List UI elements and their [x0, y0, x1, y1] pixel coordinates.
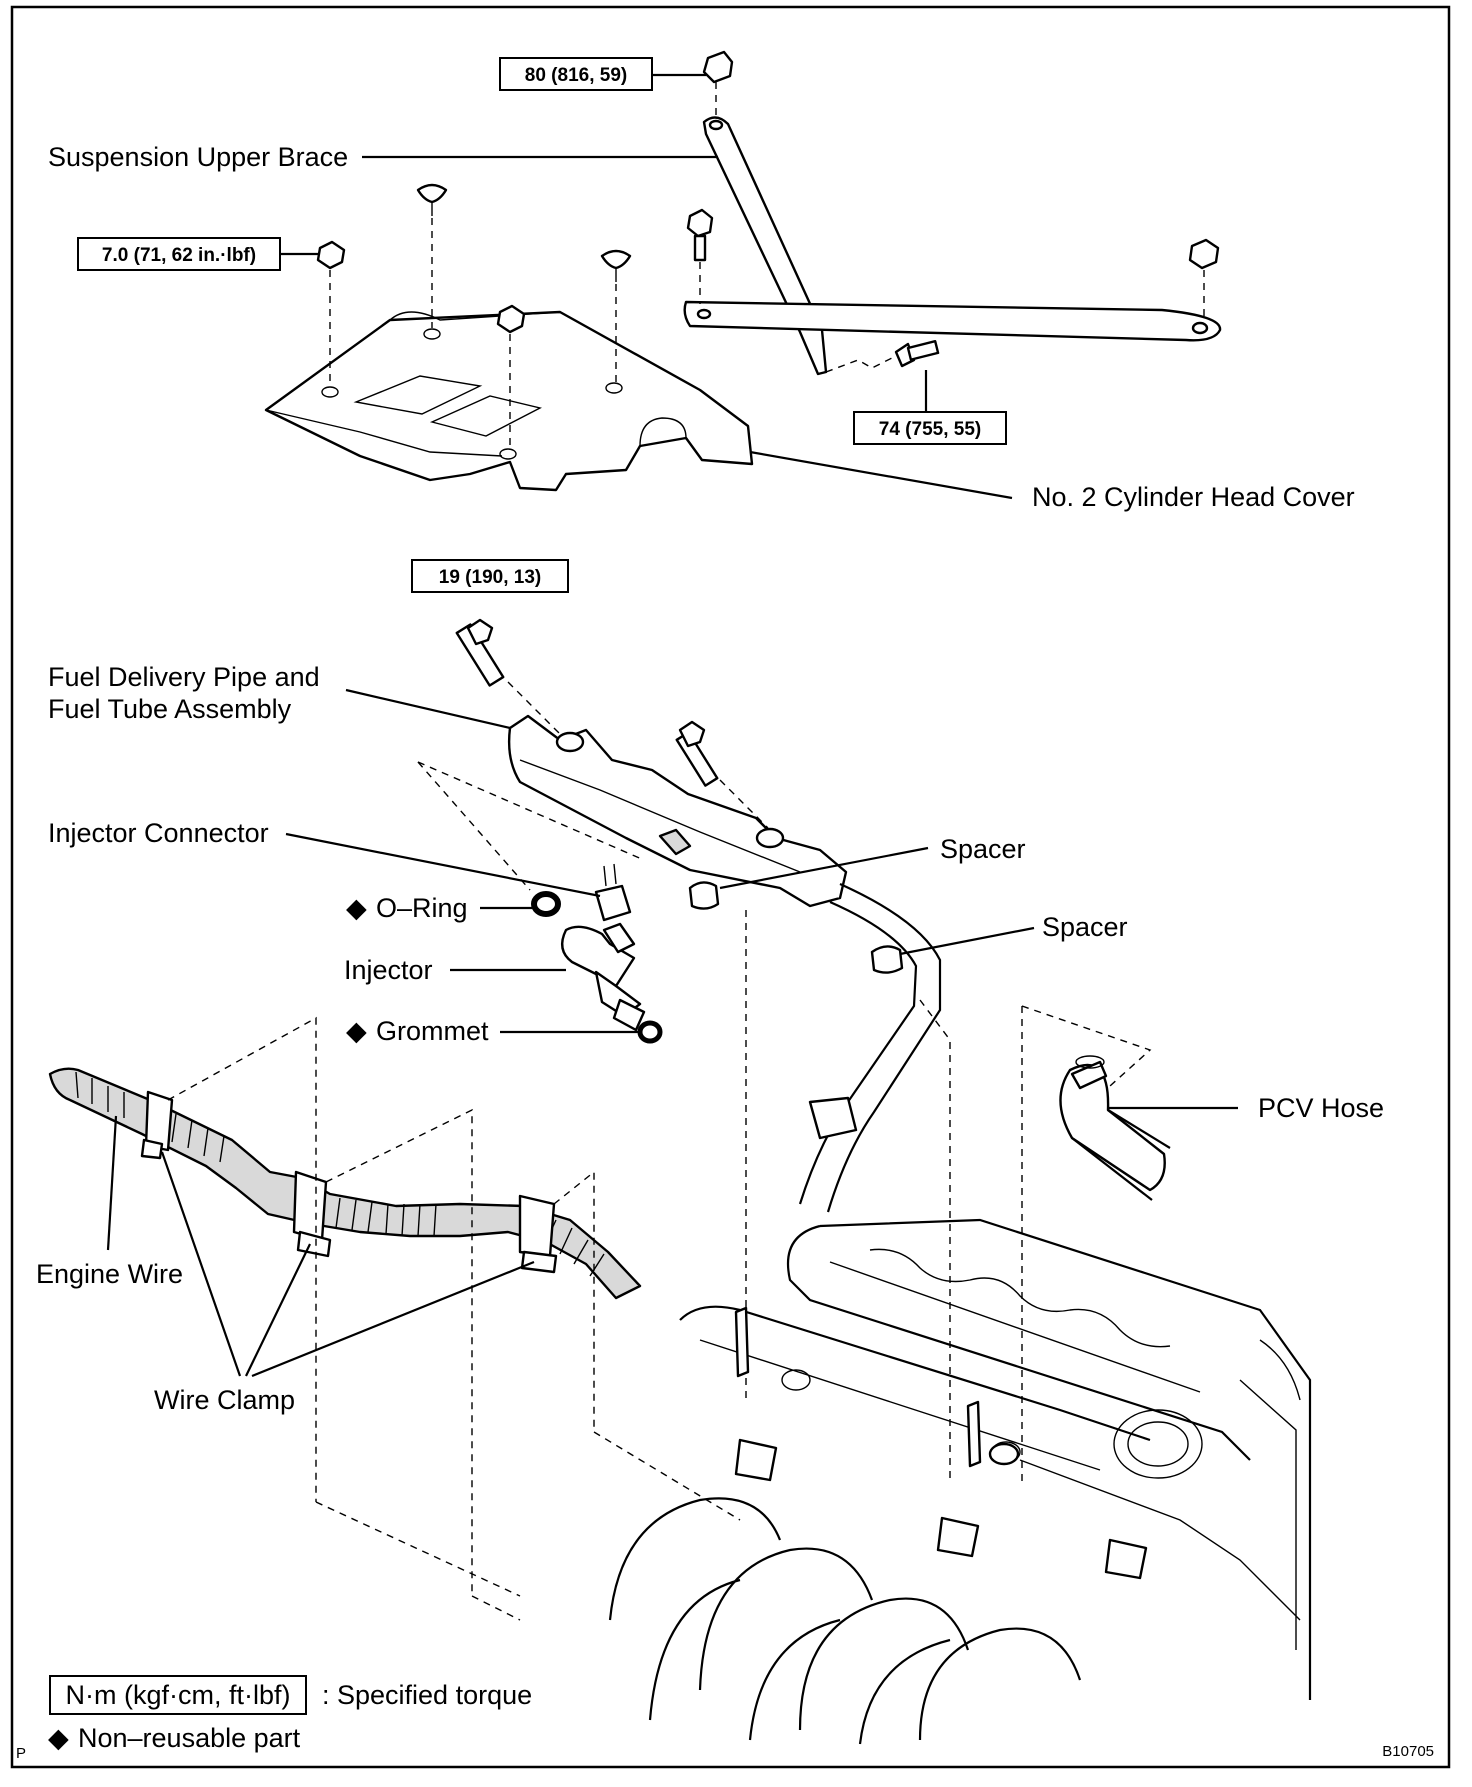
torque-pipe-bolt: 19 (190, 13) — [439, 567, 541, 588]
torque-box-brace-nut: 80 (816, 59) — [499, 57, 653, 91]
legend: N·m (kgf·cm, ft·lbf) : Specified torque … — [48, 1675, 532, 1753]
page-letter: P — [16, 1745, 26, 1762]
label-pcv-hose: PCV Hose — [1258, 1093, 1384, 1123]
injector-drawing — [531, 863, 663, 1044]
torque-box-brace-bolt: 74 (755, 55) — [853, 411, 1007, 445]
torque-box-cover-nut: 7.0 (71, 62 in.·lbf) — [77, 237, 281, 271]
label-spacer-1: Spacer — [940, 834, 1026, 864]
label-fuel-pipe-line2: Fuel Tube Assembly — [48, 694, 292, 724]
label-engine-wire: Engine Wire — [36, 1259, 183, 1289]
label-wire-clamp: Wire Clamp — [154, 1385, 295, 1415]
leader-lines — [106, 73, 1238, 1378]
label-injector: Injector — [344, 955, 433, 985]
diamond-icon: ◆ — [346, 893, 367, 923]
label-cylinder-head-cover: No. 2 Cylinder Head Cover — [1032, 482, 1355, 512]
fuel-delivery-pipe-drawing — [417, 618, 951, 1480]
torque-box-pipe-bolt: 19 (190, 13) — [411, 559, 569, 593]
figure-code: B10705 — [1382, 1743, 1434, 1760]
legend-torque-desc: : Specified torque — [322, 1680, 532, 1710]
legend-torque-units: N·m (kgf·cm, ft·lbf) — [66, 1680, 291, 1710]
frame-border — [10, 5, 1451, 1769]
engine-wire-drawing — [48, 1016, 741, 1621]
legend-nonreusable: Non–reusable part — [78, 1723, 301, 1753]
pcv-hose-drawing — [1021, 1005, 1171, 1484]
label-grommet: Grommet — [376, 1016, 489, 1046]
torque-cover-nut: 7.0 (71, 62 in.·lbf) — [102, 245, 256, 266]
engine-block-drawing — [608, 1218, 1312, 1745]
diamond-icon: ◆ — [346, 1016, 367, 1046]
label-injector-connector: Injector Connector — [48, 818, 269, 848]
label-o-ring: O–Ring — [376, 893, 468, 923]
label-suspension-brace: Suspension Upper Brace — [48, 142, 348, 172]
torque-brace-bolt: 74 (755, 55) — [879, 419, 981, 440]
suspension-brace-drawing — [683, 50, 1222, 376]
label-fuel-pipe-line1: Fuel Delivery Pipe and — [48, 662, 320, 692]
label-spacer-2: Spacer — [1042, 912, 1128, 942]
diamond-icon: ◆ — [48, 1723, 69, 1753]
cylinder-head-cover-drawing — [264, 183, 754, 492]
torque-brace-nut: 80 (816, 59) — [525, 65, 627, 86]
